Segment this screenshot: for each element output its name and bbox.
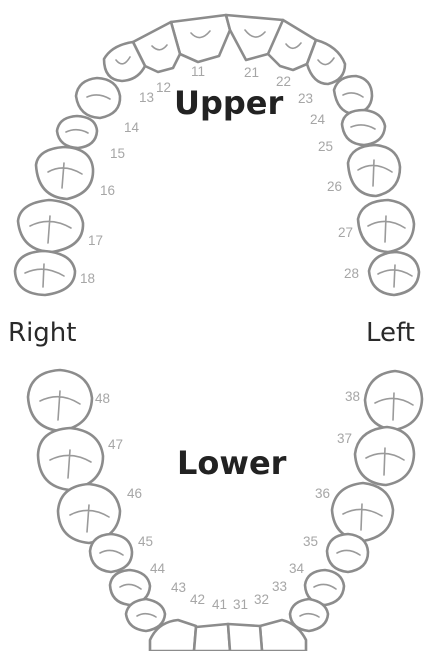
upper-jaw-label: Upper (174, 84, 284, 122)
tooth-23[interactable] (305, 38, 347, 86)
tooth-41[interactable] (192, 622, 232, 651)
tooth-15[interactable] (55, 114, 99, 150)
right-side-label: Right (8, 318, 76, 348)
tooth-27[interactable] (356, 198, 416, 254)
number-18: 18 (80, 271, 95, 286)
tooth-26[interactable] (346, 143, 402, 198)
number-36: 36 (315, 486, 330, 501)
number-44: 44 (150, 561, 166, 576)
lower-jaw (26, 368, 424, 651)
tooth-37[interactable] (353, 425, 416, 487)
number-26: 26 (327, 179, 342, 194)
lower-jaw-label: Lower (177, 444, 287, 482)
number-25: 25 (318, 139, 333, 154)
number-34: 34 (289, 561, 305, 576)
tooth-36[interactable] (330, 481, 395, 543)
number-16: 16 (100, 183, 115, 198)
tooth-35[interactable] (325, 532, 370, 574)
tooth-16[interactable] (34, 145, 95, 201)
tooth-44[interactable] (108, 568, 152, 607)
number-43: 43 (171, 580, 186, 595)
tooth-18[interactable] (13, 249, 77, 297)
number-28: 28 (344, 266, 359, 281)
tooth-38[interactable] (363, 369, 424, 432)
number-27: 27 (338, 225, 353, 240)
tooth-47[interactable] (36, 426, 105, 492)
number-15: 15 (110, 146, 125, 161)
number-14: 14 (124, 120, 140, 135)
number-33: 33 (272, 579, 287, 594)
tooth-33[interactable] (288, 597, 330, 633)
number-11: 11 (191, 64, 205, 79)
number-21: 21 (244, 65, 259, 80)
number-48: 48 (95, 391, 110, 406)
number-22: 22 (276, 74, 291, 89)
tooth-28[interactable] (367, 250, 421, 297)
number-37: 37 (337, 431, 352, 446)
number-46: 46 (127, 486, 142, 501)
tooth-48[interactable] (26, 368, 94, 433)
left-side-label: Left (366, 318, 415, 348)
number-32: 32 (254, 592, 269, 607)
tooth-24[interactable] (332, 74, 374, 116)
number-47: 47 (108, 437, 123, 452)
number-41: 41 (212, 597, 227, 612)
number-24: 24 (310, 112, 326, 127)
tooth-46[interactable] (56, 482, 122, 545)
tooth-25[interactable] (340, 108, 387, 147)
number-31: 31 (233, 597, 248, 612)
upper-jaw (13, 13, 421, 297)
tooth-32[interactable] (258, 618, 308, 651)
tooth-17[interactable] (16, 198, 85, 254)
tooth-14[interactable] (74, 76, 122, 120)
number-12: 12 (156, 80, 171, 95)
number-23: 23 (298, 91, 313, 106)
tooth-45[interactable] (88, 532, 134, 574)
number-13: 13 (139, 90, 154, 105)
number-35: 35 (303, 534, 318, 549)
tooth-43[interactable] (124, 597, 167, 633)
number-38: 38 (345, 389, 360, 404)
tooth-numbers: 11 12 13 14 15 16 17 18 21 22 23 24 25 2… (80, 64, 360, 612)
tooth-31[interactable] (226, 622, 264, 651)
number-45: 45 (138, 534, 153, 549)
tooth-13[interactable] (102, 40, 147, 83)
number-42: 42 (190, 592, 205, 607)
number-17: 17 (88, 233, 103, 248)
